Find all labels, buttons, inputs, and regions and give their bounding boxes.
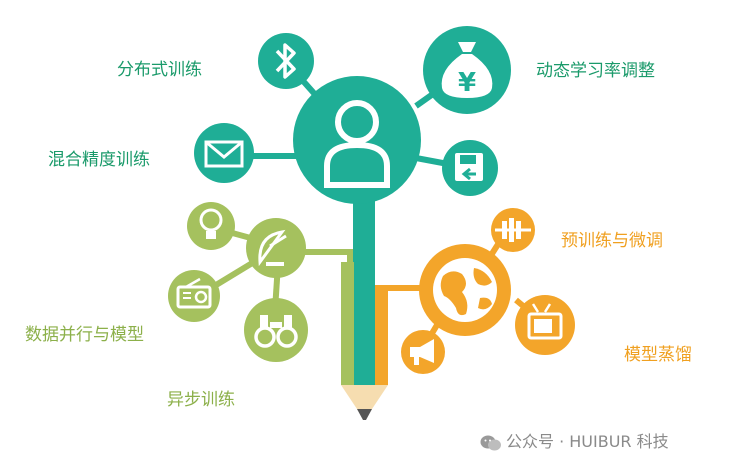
label-distributed-training: 分布式训练 [117,60,202,80]
watermark: 公众号 · HUIBUR 科技 [480,428,669,452]
label-model-distillation: 模型蒸馏 [624,345,692,365]
label-async-training: 异步训练 [167,390,235,410]
wechat-icon [480,435,501,450]
bluetooth-icon [258,33,314,89]
satellite-dish-icon [246,218,306,278]
svg-text:¥: ¥ [458,68,476,98]
money-bag-icon: ¥ [423,26,511,114]
label-data-model-parallel: 数据并行与模型 [25,325,144,345]
label-dynamic-lr: 动态学习率调整 [536,61,655,81]
pencil-trunk [341,185,388,420]
weight-icon [491,208,535,252]
save-icon [442,140,498,196]
megaphone-icon [401,330,445,374]
envelope-icon [194,123,254,183]
user-icon [293,76,421,204]
label-pretrain-finetune: 预训练与微调 [561,231,663,251]
binoculars-icon [244,298,308,362]
label-mixed-precision: 混合精度训练 [48,150,150,170]
radio-icon [168,270,220,322]
watermark-text: 公众号 · HUIBUR 科技 [506,432,669,451]
tv-icon [515,295,575,355]
globe-icon [419,244,511,336]
lightbulb-icon [187,202,235,250]
